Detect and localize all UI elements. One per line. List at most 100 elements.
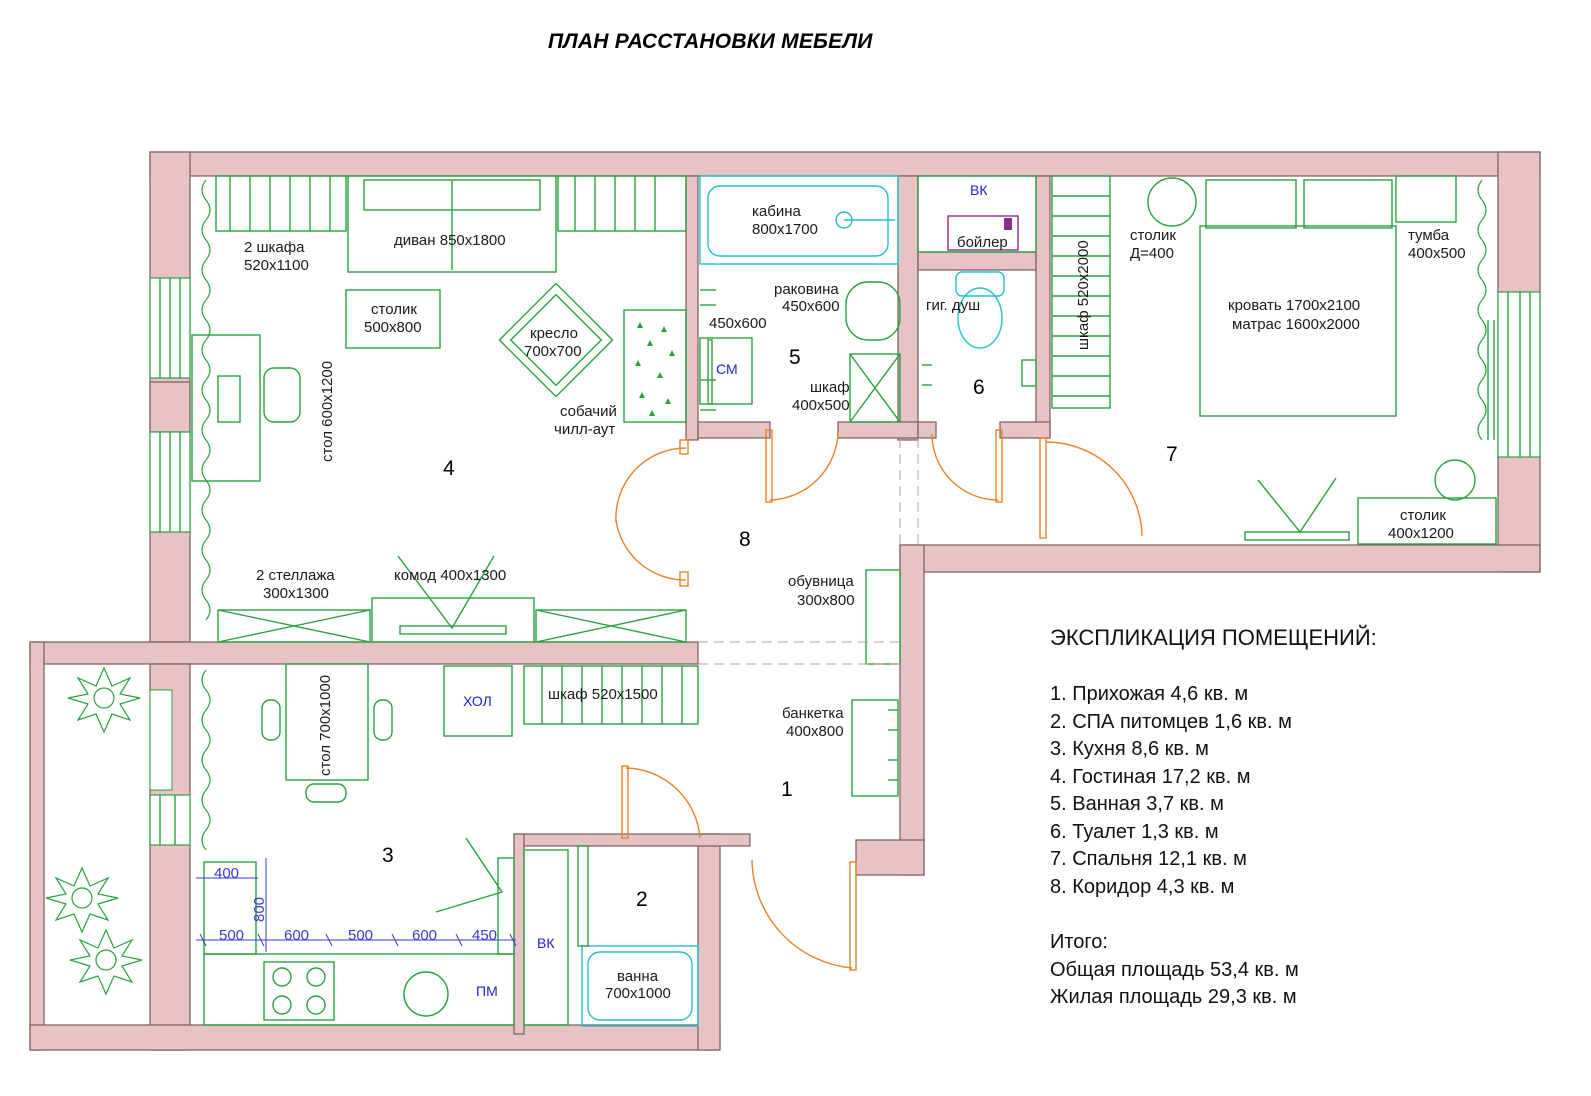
toilet-fixtures: [917, 175, 1037, 387]
bedroom-furniture: [1051, 175, 1497, 545]
label-dining-table: стол 700х1000: [317, 675, 334, 776]
kitchen-wardrobe: [523, 665, 699, 725]
nightstand: [1395, 175, 1457, 223]
spa-shelf: [577, 845, 589, 947]
label-dog-chill-b: чилл-аут: [554, 421, 615, 438]
bedroom-wardrobe: [1051, 175, 1111, 409]
label-wardrobes-size: 520х1100: [244, 257, 309, 274]
shelving-right: [535, 609, 687, 643]
legend-item: 8. Коридор 4,3 кв. м: [1050, 876, 1234, 898]
wall-kitchen-bottom: [29, 1024, 721, 1051]
wall-toilet-right: [1035, 175, 1051, 439]
wall-toilet-bottom-left: [917, 421, 937, 439]
bedroom-chair: [1434, 459, 1476, 501]
living-room-furniture: [191, 175, 687, 643]
laptop-icon: [217, 375, 241, 423]
label-armchair: кресло: [530, 325, 578, 342]
label-shower-size: 800х1700: [752, 221, 818, 238]
legend-title: ЭКСПЛИКАЦИЯ ПОМЕЩЕНИЙ:: [1050, 625, 1377, 650]
windows: [149, 277, 1541, 846]
label-washer-size: 450х600: [709, 315, 767, 332]
wall-spa-top: [513, 833, 751, 847]
kitchen-counter: [203, 953, 515, 1026]
label-armchair-size: 700х700: [524, 343, 582, 360]
dining-table: [285, 663, 369, 781]
label-bedroom-table: столик: [1400, 507, 1446, 524]
door-swing-icon: [931, 433, 999, 501]
label-shoe-rack-size: 300х800: [797, 592, 855, 609]
label-desk: стол 600х1200: [319, 361, 336, 462]
hob: [263, 961, 335, 1021]
plants: [45, 666, 143, 996]
label-bench-size: 400х800: [786, 723, 844, 740]
curtains: [201, 179, 1487, 851]
dishwasher-tag: ПМ: [476, 983, 498, 999]
legend-item: 1. Прихожая 4,6 кв. м: [1050, 683, 1248, 705]
wall-bath-bottom-right: [837, 421, 919, 439]
room-number-4: 4: [443, 457, 455, 480]
door-swing-icon: [769, 431, 839, 501]
legend-item: 3. Кухня 8,6 кв. м: [1050, 738, 1209, 760]
wall-spa-right: [697, 833, 721, 1051]
walls: [29, 151, 1541, 1051]
legend-item: 5. Ванная 3,7 кв. м: [1050, 793, 1224, 815]
fridge-tag: ХОЛ: [463, 693, 492, 709]
label-nightstand: тумба: [1408, 227, 1450, 244]
sink: [845, 281, 901, 341]
label-side-table-size: Д=400: [1130, 245, 1174, 262]
tv-bedroom: [1244, 531, 1350, 541]
label-boiler: бойлер: [957, 234, 1008, 251]
legend-total-area: Общая площадь 53,4 кв. м: [1050, 959, 1299, 981]
curtain-kitchen: [201, 669, 211, 851]
coffee-table: [345, 289, 441, 349]
label-mattress: матрас 1600х2000: [1232, 316, 1360, 333]
label-bath-cabinet: шкаф: [810, 379, 850, 396]
kitchen-furniture: [203, 663, 699, 1026]
toilet-bowl: [957, 287, 1003, 349]
wall-corridor-right: [899, 544, 925, 876]
label-bedroom-wardrobe: шкаф 520х2000: [1075, 240, 1092, 350]
tv-view-angle: [397, 555, 495, 630]
sofa: [347, 175, 557, 273]
wall-spa-left: [513, 833, 525, 1035]
label-bed: кровать 1700х2100: [1228, 297, 1360, 314]
plant-icon: [69, 928, 143, 996]
dim-800: 800: [251, 897, 268, 922]
dog-chill-out-pattern: [635, 322, 675, 416]
wall-balcony-left: [29, 641, 45, 1051]
bench: [851, 699, 899, 797]
plant-icon: [45, 866, 119, 934]
dim-450: 450: [472, 927, 497, 944]
dog-chill-out: [623, 309, 687, 423]
desk: [191, 334, 261, 482]
label-sofa: диван 850х1800: [394, 232, 506, 249]
wall-bath-right: [897, 175, 919, 441]
label-bathtub: ванна: [617, 968, 659, 985]
label-coffee-table-size: 500х800: [364, 319, 422, 336]
dim-600-a: 600: [284, 927, 309, 944]
boiler: [947, 215, 1019, 251]
wall-bath-bottom-left: [697, 421, 771, 439]
room-number-7: 7: [1166, 443, 1178, 466]
door-swing-icon: [625, 767, 701, 839]
room-labels: 2 шкафа 520х1100 диван 850х1800 столик 5…: [214, 182, 1466, 1002]
tv-kitchen-angle: [435, 837, 504, 913]
wall-hall-bottom-right: [855, 839, 925, 876]
wall-outer-top: [149, 151, 1541, 177]
label-dog-chill: собачий: [560, 403, 617, 420]
window-kitchen-balcony-door: [149, 689, 173, 791]
curtain-living: [201, 179, 211, 621]
label-sink: раковина: [774, 281, 839, 298]
kitchen-vk-box: [523, 849, 569, 1026]
label-wardrobes: 2 шкафа: [244, 239, 305, 256]
dim-500-b: 500: [348, 927, 373, 944]
label-coffee-table: столик: [371, 301, 417, 318]
pillow-left: [1205, 179, 1297, 229]
shelving-left: [217, 609, 371, 643]
label-bedroom-table-size: 400х1200: [1388, 525, 1454, 542]
bathroom-fixtures: [699, 175, 901, 423]
washer-tag: СМ: [716, 361, 738, 377]
plant-icon: [67, 666, 141, 734]
legend-item: 6. Туалет 1,3 кв. м: [1050, 821, 1219, 843]
fridge: [443, 665, 513, 737]
